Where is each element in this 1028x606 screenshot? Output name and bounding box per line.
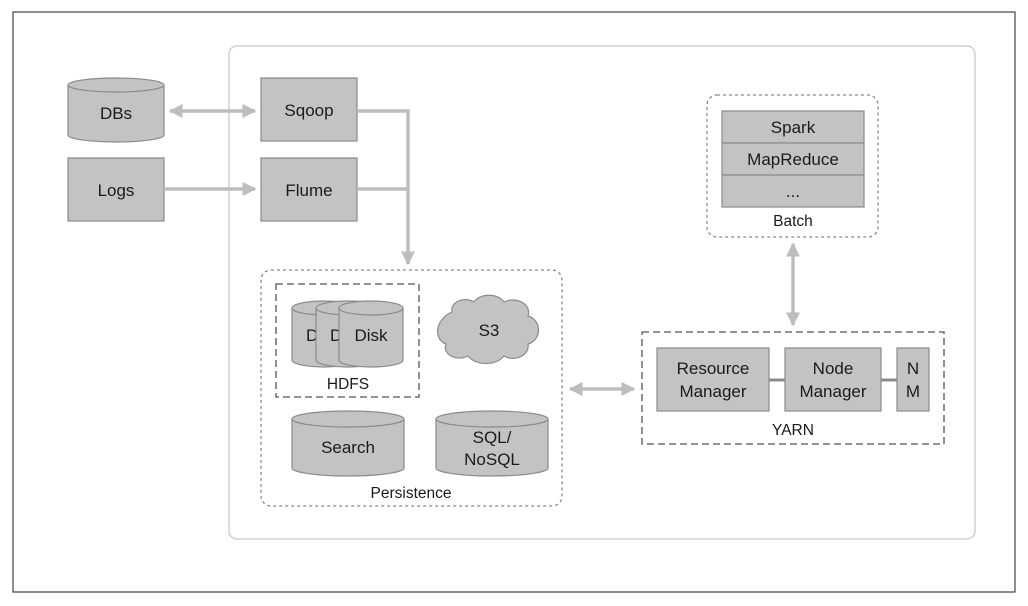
more-row	[721, 174, 865, 208]
yarn-group	[641, 331, 945, 445]
outer-frame	[12, 11, 1016, 593]
platform-frame	[228, 45, 976, 540]
logs-box: Logs	[67, 157, 165, 222]
spark-label: Spark	[771, 118, 816, 137]
sql-nosql-cylinder: SQL/ NoSQL	[435, 410, 549, 477]
flume-label: Flume	[285, 181, 332, 200]
batch-title: Batch	[773, 213, 813, 230]
sql-label-line1: SQL/	[473, 428, 512, 447]
s3-label: S3	[479, 321, 500, 340]
node-manager-line1: Node	[813, 359, 854, 378]
sqoop-label: Sqoop	[284, 101, 333, 120]
sql-label-line2: NoSQL	[464, 450, 520, 469]
sqoop-box: Sqoop	[260, 77, 358, 142]
disk-3-label: Disk	[354, 326, 388, 345]
disk-1-label: D	[306, 326, 318, 345]
resource-manager-line1: Resource	[677, 359, 750, 378]
dbs-label: DBs	[100, 104, 132, 123]
more-label: ...	[786, 182, 800, 201]
dbs-cylinder: DBs	[67, 77, 165, 143]
nm-line1: N	[907, 359, 919, 378]
resource-manager-line2: Manager	[679, 382, 746, 401]
persistence-group	[260, 269, 563, 507]
hdfs-group	[275, 283, 420, 398]
logs-label: Logs	[98, 181, 135, 200]
mapreduce-label: MapReduce	[747, 150, 839, 169]
nm-line2: M	[906, 382, 920, 401]
disk-3-cylinder: Disk	[338, 300, 404, 368]
search-label: Search	[321, 438, 375, 457]
sqoop-persistence-line	[357, 109, 410, 264]
flume-box: Flume	[260, 157, 358, 222]
yarn-title: YARN	[772, 422, 814, 439]
nm-box: N M	[896, 347, 930, 412]
search-cylinder: Search	[291, 410, 405, 477]
mapreduce-row	[721, 142, 865, 176]
node-manager-line2: Manager	[799, 382, 866, 401]
spark-row	[721, 110, 865, 144]
s3-cloud: S3	[437, 294, 540, 365]
batch-group	[706, 94, 879, 238]
batch-stack: Spark MapReduce ...	[721, 110, 865, 208]
hdfs-title: HDFS	[327, 376, 369, 393]
node-manager-box: Node Manager	[784, 347, 882, 412]
resource-manager-box: Resource Manager	[656, 347, 770, 412]
persistence-title: Persistence	[371, 485, 452, 502]
